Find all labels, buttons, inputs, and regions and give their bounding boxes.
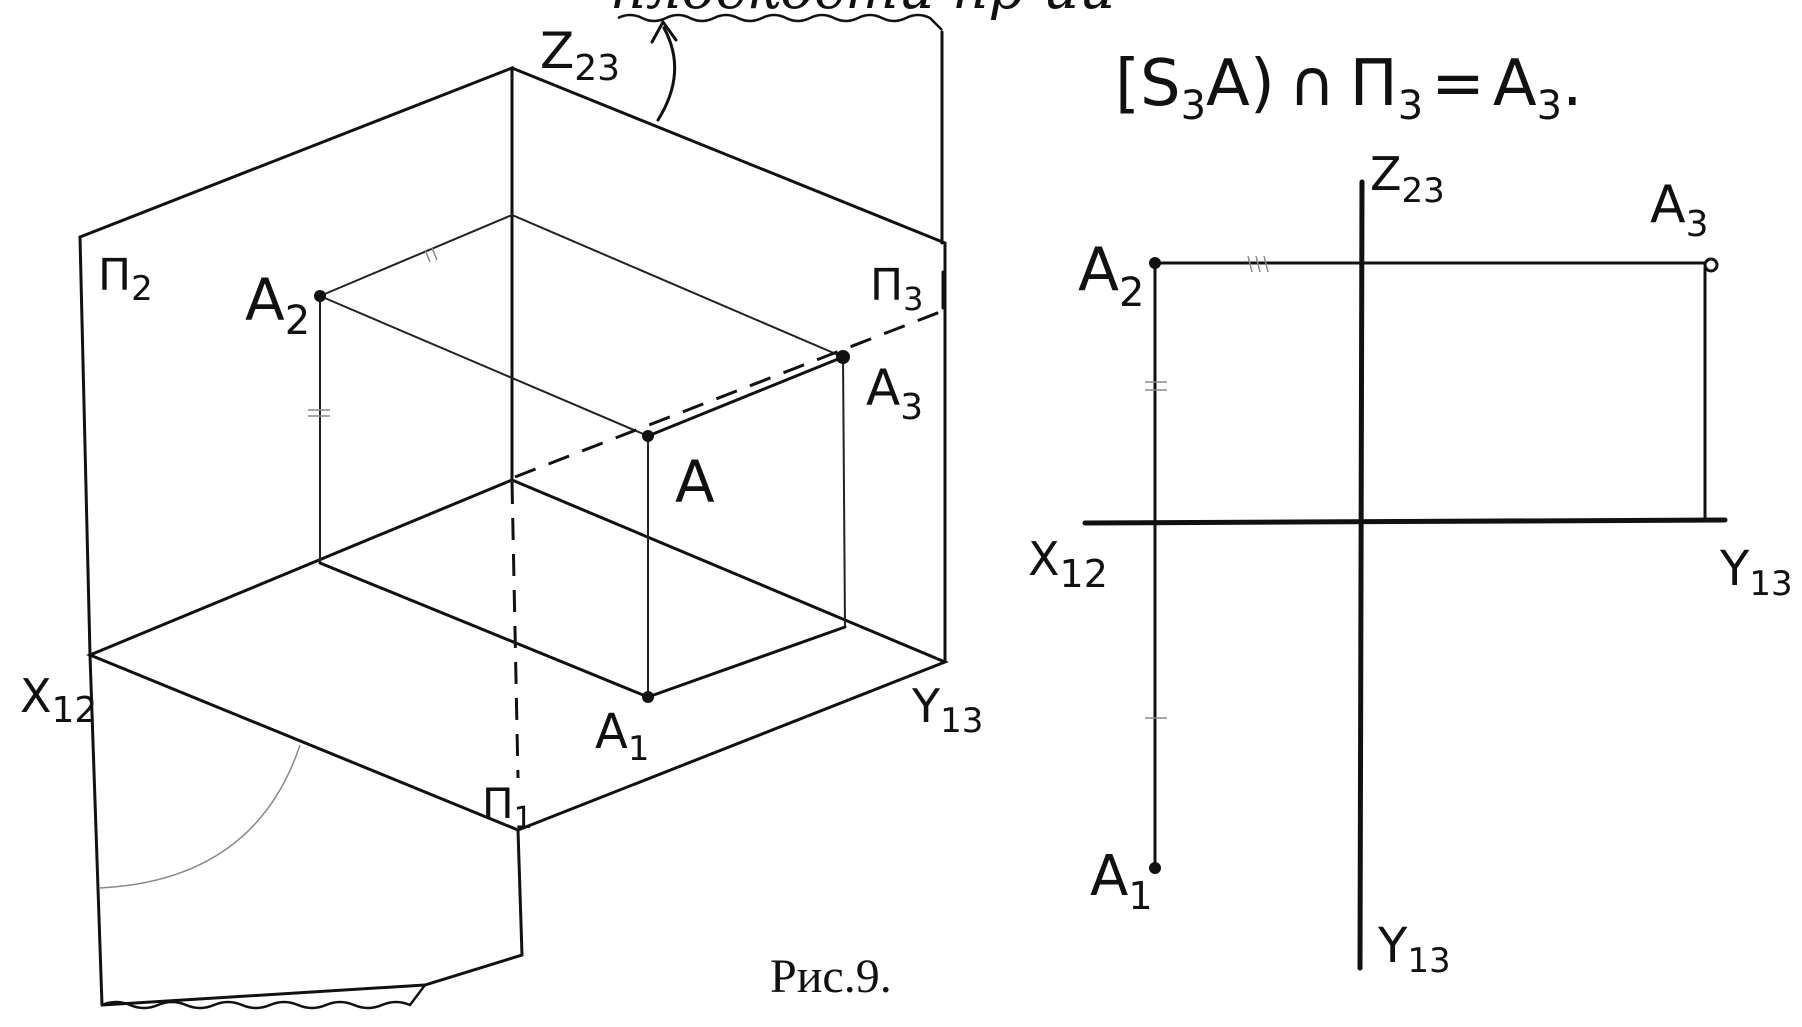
label-a1-axo: A1 xyxy=(595,704,649,769)
label-y13-epure-bottom: Y13 xyxy=(1377,918,1451,981)
a2-to-a xyxy=(319,295,649,437)
label-pi1-axo: П1 xyxy=(482,779,533,836)
epure-tick-5 xyxy=(1255,255,1261,273)
a3-drop xyxy=(842,356,846,628)
figure-caption: Рис.9. xyxy=(770,950,892,1003)
plane-pi1-lower-extension xyxy=(88,653,104,1007)
rotation-arrow xyxy=(650,19,678,122)
epure-z-axis xyxy=(1357,179,1365,971)
a2-box-top xyxy=(319,213,844,358)
epure-tick-4 xyxy=(1247,255,1253,273)
epure-x-axis xyxy=(1082,517,1728,526)
heading-fragment: плоскости пр-ии xyxy=(610,0,1115,22)
label-a2-epure: A2 xyxy=(1078,235,1145,316)
plane-pi2-outline xyxy=(78,65,514,657)
label-a-axo: A xyxy=(675,448,715,516)
wavy-break-top xyxy=(617,13,943,31)
a1-to-a3-base xyxy=(646,625,847,699)
plane-pi3-top-edge xyxy=(510,66,947,664)
label-z23-epure: Z23 xyxy=(1370,147,1445,211)
ray-a-a3-solid xyxy=(646,355,845,438)
faint-arc xyxy=(99,744,301,889)
tick-a2-top xyxy=(424,249,431,263)
point-a3 xyxy=(836,350,850,364)
epure-tick-6 xyxy=(1263,255,1269,273)
dashed-ray-to-a3 xyxy=(514,310,941,479)
point-a1 xyxy=(642,691,654,703)
plane-pi1-lower-edge xyxy=(100,828,524,1007)
label-a2-axo: A2 xyxy=(245,266,310,344)
tick-a2-top-2 xyxy=(431,247,438,261)
label-y13-epure-right: Y13 xyxy=(1719,541,1793,604)
label-x12-epure: X12 xyxy=(1028,532,1108,596)
formula-intersection: [S3A)∩П3=A3. xyxy=(1115,47,1582,129)
label-z23-axo: Z23 xyxy=(540,22,620,89)
epure-view: Z23 A3 A2 X12 Y13 A1 Y13 xyxy=(1028,147,1793,981)
axonometric-view: Z23 П2 П3 A2 A3 A A1 X12 Y13 П1 xyxy=(20,13,983,1010)
wavy-break-bottom xyxy=(101,984,426,1010)
epure-point-a3 xyxy=(1703,257,1719,273)
label-y13-axo: Y13 xyxy=(911,679,983,741)
epure-point-a1 xyxy=(1149,862,1161,874)
point-a xyxy=(642,430,654,442)
a1-to-x-base xyxy=(318,561,650,699)
label-x12-axo: X12 xyxy=(20,669,97,731)
dashed-vertical-axis xyxy=(510,481,520,779)
epure-point-a2 xyxy=(1149,257,1161,269)
label-a1-epure: A1 xyxy=(1090,844,1153,918)
plane-pi1-outline xyxy=(86,478,949,832)
label-a3-axo: A3 xyxy=(866,359,923,428)
label-pi3-axo: П3 xyxy=(870,260,923,318)
point-a2 xyxy=(314,290,326,302)
label-a3-epure: A3 xyxy=(1650,175,1708,245)
label-pi2: П2 xyxy=(98,250,153,309)
